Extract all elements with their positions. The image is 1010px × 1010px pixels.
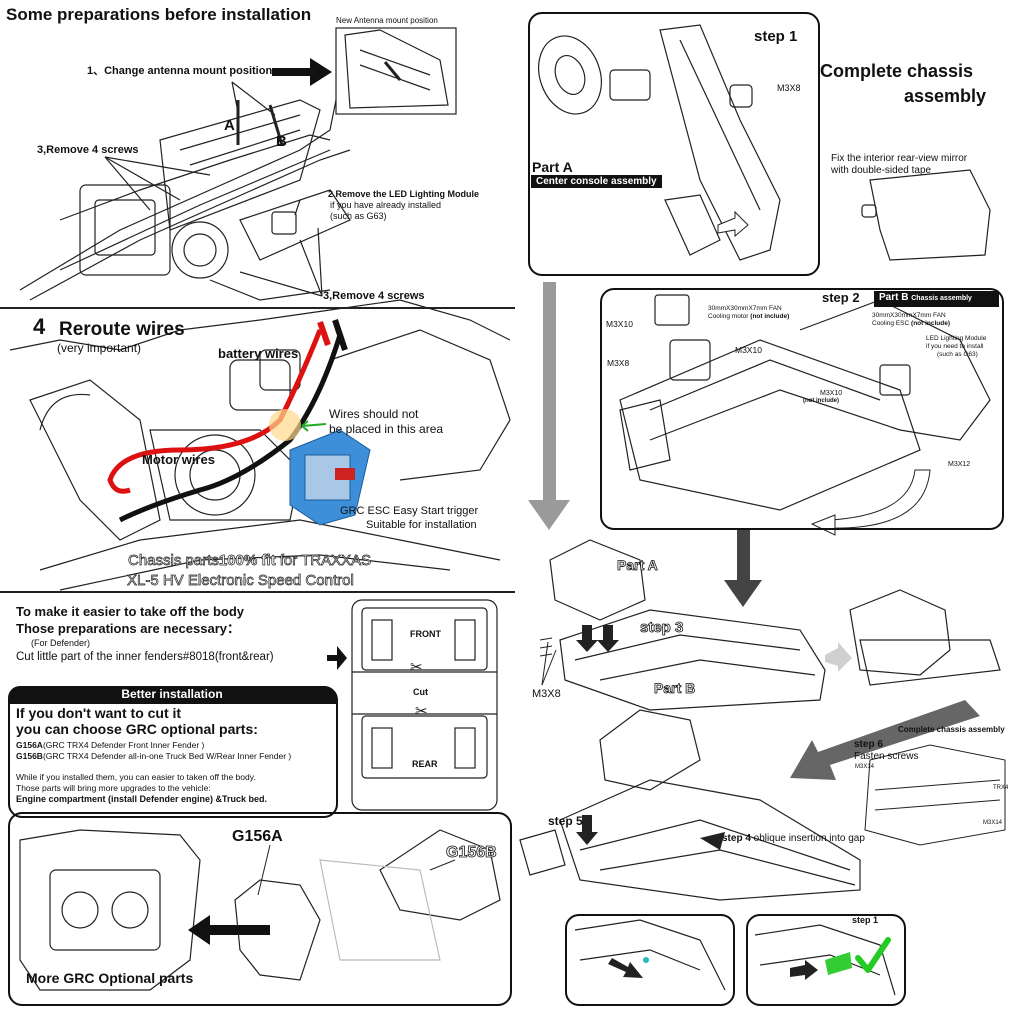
bottom-left-panel	[8, 812, 512, 1006]
esc-line2: Suitable for installation	[366, 519, 477, 531]
fan2-line2: Cooling ESC (not include)	[872, 320, 950, 327]
step6-trx4: TRX4	[993, 785, 1009, 791]
prep-title: Some preparations before installation	[6, 5, 312, 24]
mirror-line1: Fix the interior rear-view mirror	[831, 153, 968, 164]
step2-m3x10-ni: (not include)	[803, 398, 839, 404]
step3-part-b: Part B	[654, 680, 696, 697]
complete-title-line1: Complete chassis	[820, 61, 974, 81]
fender-line4: Cut little part of the inner fenders#801…	[16, 651, 274, 663]
fender-line1: To make it easier to take off the body	[16, 604, 245, 619]
complete-small-label: Complete chassis assembly	[898, 725, 1005, 734]
fan2-cooling: Cooling ESC	[872, 320, 910, 327]
fan2-line1: 30mmX30mmX7mm FAN	[872, 312, 946, 319]
complete-title-line2: assembly	[904, 86, 987, 106]
remove-screws-bottom: 3,Remove 4 screws	[323, 290, 425, 302]
step6-m3x14b: M3X14	[983, 820, 1003, 826]
step3-label: step 3	[640, 619, 684, 636]
fasten-label: Fasten screws	[854, 751, 919, 762]
part-a-label: Part A	[532, 159, 573, 175]
step2-m3x12: M3X12	[948, 461, 971, 468]
fender-line2: Those preparations are necessary：	[16, 621, 240, 636]
better-installation-header: Better installation	[8, 686, 336, 704]
chassis-assembly-text: Chassis assembly	[911, 295, 972, 302]
fit-line1: Chassis parts100% fit for TRAXXAS	[128, 552, 372, 570]
fan1-not-include: (not include)	[750, 313, 790, 320]
step2-m3x10-b: M3X10	[735, 345, 762, 355]
fender-line3: (For Defender)	[31, 638, 91, 648]
led-line2: if you need to install	[926, 343, 984, 350]
detail-inset-left	[565, 914, 735, 1006]
battery-wires-label: battery wires	[218, 346, 299, 361]
step3-part-a: Part A	[617, 557, 659, 574]
led-line3: (such as G63)	[937, 351, 978, 358]
scissors-icon-top: ✂	[410, 659, 423, 676]
better-installation-panel	[8, 686, 338, 818]
scissors-icon-bottom: ✂	[415, 703, 428, 720]
reroute-title: Reroute wires	[59, 319, 185, 340]
better-heading1: If you don't want to cut it	[16, 705, 182, 721]
fit-text-c: for TRAXXAS	[275, 552, 372, 569]
fan2-not-include: (not include)	[911, 320, 951, 327]
label-b: B	[276, 133, 287, 150]
g156a-code: G156A	[16, 740, 43, 750]
step2-panel	[600, 288, 1004, 530]
step4-text: step 4	[722, 833, 751, 844]
g156b-desc: (GRC TRX4 Defender all-in-one Truck Bed …	[42, 751, 292, 761]
step6-label: step 6	[854, 739, 883, 750]
detail-inset-right	[746, 914, 906, 1006]
better-para1: While if you installed them, you can eas…	[16, 772, 256, 782]
fan1-line1: 30mmX30mmX7mm FAN	[708, 305, 782, 312]
fender-front-label: FRONT	[410, 629, 441, 639]
step2-m3x10-a: M3X10	[606, 319, 633, 329]
center-console-label: Center console assembly	[531, 175, 662, 188]
step5-label: step 5	[548, 814, 583, 828]
g156a-callout: G156A	[232, 828, 283, 845]
better-g156b-row: G156B(GRC TRX4 Defender all-in-one Truck…	[16, 751, 292, 761]
step3-m3x8: M3X8	[532, 688, 561, 700]
step6-m3x14a: M3X14	[855, 764, 875, 770]
antenna-step-label: 1、Change antenna mount position	[87, 65, 273, 77]
remove-screws-top: 3,Remove 4 screws	[37, 144, 139, 156]
label-a: A	[224, 117, 235, 134]
step2-label: step 2	[822, 290, 860, 305]
reroute-subtitle: (very important)	[57, 341, 142, 355]
wires-warning-line1: Wires should not	[329, 407, 419, 421]
fan1-cooling: Cooling motor	[708, 313, 749, 320]
fit-text-a: Chassis parts	[128, 552, 220, 569]
part-b-header: Part B Chassis assembly	[874, 291, 999, 307]
step4-desc: oblique insertion into gap	[750, 833, 865, 844]
mirror-line2: with double-sided tape	[831, 165, 932, 176]
better-para3: Engine compartment (install Defender eng…	[16, 794, 268, 804]
fit-text-b: 100% fit	[218, 552, 276, 569]
better-g156a-row: G156A(GRC TRX4 Defender Front Inner Fend…	[16, 740, 205, 750]
better-para2: Those parts will bring more upgrades to …	[16, 783, 211, 793]
fender-rear-label: REAR	[412, 759, 438, 769]
fan1-line2: Cooling motor (not include)	[708, 313, 789, 320]
step2-m3x8: M3X8	[607, 358, 630, 368]
remove-led-line2: if you have already installed	[330, 200, 442, 210]
g156b-code: G156B	[16, 751, 43, 761]
reroute-number: 4	[33, 314, 46, 339]
new-antenna-label: New Antenna mount position	[336, 16, 438, 25]
fender-cut-label: Cut	[413, 687, 428, 697]
step1-panel	[528, 12, 820, 276]
fit-line2: XL-5 HV Electronic Speed Control	[127, 572, 354, 589]
g156b-callout: G156B	[446, 844, 497, 862]
step2-m3x10-c: M3X10	[820, 390, 843, 397]
step1-m3x8: M3X8	[777, 83, 801, 93]
inset-step1-label: step 1	[852, 915, 879, 925]
more-optional-parts: More GRC Optional parts	[26, 970, 194, 986]
g156a-desc: (GRC TRX4 Defender Front Inner Fender )	[42, 740, 205, 750]
step4-label: step 4 oblique insertion into gap	[722, 833, 865, 844]
better-heading2: you can choose GRC optional parts:	[16, 721, 258, 737]
remove-led-line1: 2.Remove the LED Lighting Module	[328, 189, 480, 199]
motor-wires-label: Motor wires	[142, 452, 215, 467]
part-b-hdr-text: Part B	[879, 292, 909, 303]
remove-led-line3: (such as G63)	[330, 211, 387, 221]
led-line1: LED Lighting Module	[926, 335, 987, 342]
step1-label: step 1	[754, 28, 798, 45]
wires-warning-line2: be placed in this area	[329, 422, 444, 436]
esc-line1: GRC ESC Easy Start trigger	[340, 505, 479, 517]
